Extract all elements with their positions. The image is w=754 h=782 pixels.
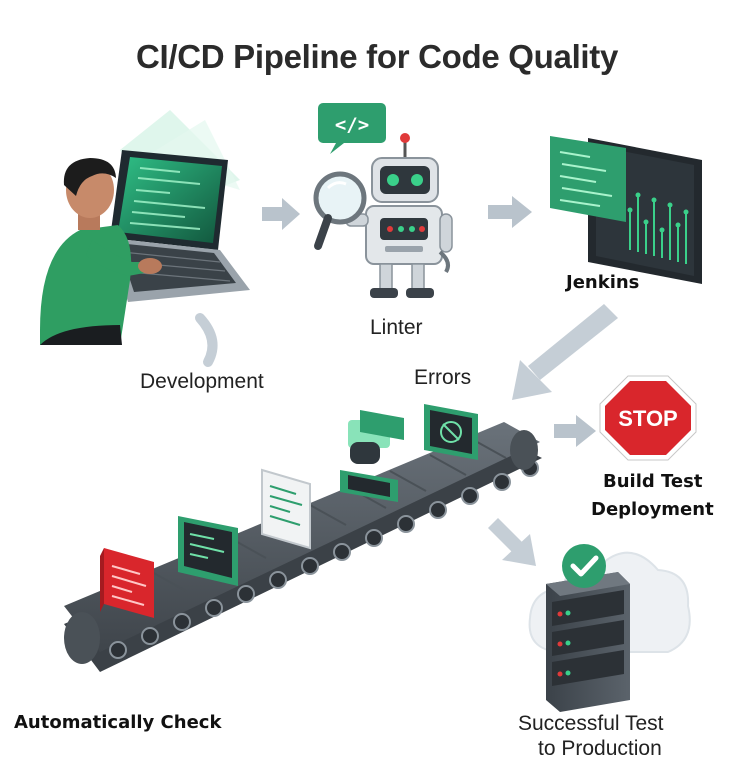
label-errors: Errors	[414, 366, 472, 389]
stop-text: STOP	[618, 406, 678, 431]
label-to-production: to Production	[538, 737, 662, 760]
arrow-to-linter	[262, 198, 300, 230]
label-automatically-check: Automatically Check	[14, 712, 222, 733]
checkmark-icon	[562, 544, 606, 588]
label-deployment: Deployment	[591, 499, 714, 520]
stop-sign-icon: STOP	[599, 375, 697, 461]
label-development: Development	[140, 370, 264, 393]
belt-item-white-document	[261, 468, 311, 550]
developer-laptop-icon	[40, 110, 250, 367]
arrow-to-jenkins	[488, 196, 532, 228]
belt-item-error-monitor	[424, 404, 478, 460]
code-tag-text: </>	[335, 114, 369, 136]
belt-item-red-document	[100, 548, 154, 618]
server-cloud-icon	[528, 551, 691, 712]
robot-linter-icon	[345, 133, 453, 298]
jenkins-monitor-icon	[550, 136, 702, 284]
magnifier-icon	[313, 171, 367, 250]
belt-item-bug-box	[340, 410, 404, 502]
arrow-to-stop	[554, 415, 596, 447]
label-build-test: Build Test	[603, 471, 703, 492]
label-linter: Linter	[370, 316, 423, 339]
code-bubble-icon: </>	[318, 103, 386, 154]
belt-item-green-screen	[178, 516, 238, 586]
conveyor-belt-icon	[64, 422, 542, 672]
arrow-to-conveyor	[512, 304, 618, 400]
label-successful-test: Successful Test	[518, 712, 664, 735]
arrow-to-production	[488, 518, 536, 566]
label-jenkins: Jenkins	[566, 272, 640, 293]
diagram-title: CI/CD Pipeline for Code Quality	[135, 38, 619, 75]
